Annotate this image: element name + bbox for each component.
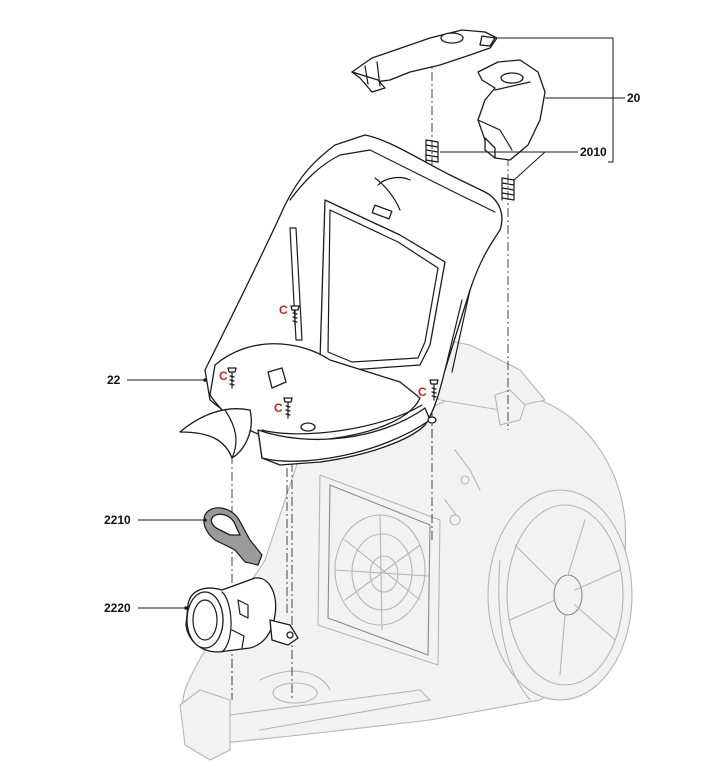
- filter-grille-ghost: [317, 474, 441, 666]
- hose-connector-part: [185, 577, 299, 653]
- callout-22: 22: [107, 373, 121, 387]
- screw-marker-lower-left: C: [219, 369, 228, 383]
- spring-part-upper: [425, 139, 439, 163]
- wheel-ghost: [487, 489, 633, 701]
- callout-2210: 2210: [104, 513, 131, 527]
- screw-center: [283, 397, 293, 419]
- callout-2220: 2220: [104, 601, 131, 615]
- screw-right: [429, 379, 439, 401]
- spring-part-lower: [501, 177, 515, 201]
- housing-frame-part: [179, 134, 503, 466]
- screw-upper-left: [290, 305, 300, 326]
- seal-ring-part: [203, 507, 263, 566]
- handle-cover-part: [351, 29, 546, 161]
- screw-marker-upper-left: C: [279, 303, 288, 317]
- screw-marker-center: C: [274, 401, 283, 415]
- callout-leaders: [127, 37, 625, 610]
- screw-lower-left: [227, 367, 237, 389]
- screw-marker-right: C: [418, 385, 427, 399]
- callout-20: 20: [627, 91, 641, 105]
- callout-2010: 2010: [580, 145, 607, 159]
